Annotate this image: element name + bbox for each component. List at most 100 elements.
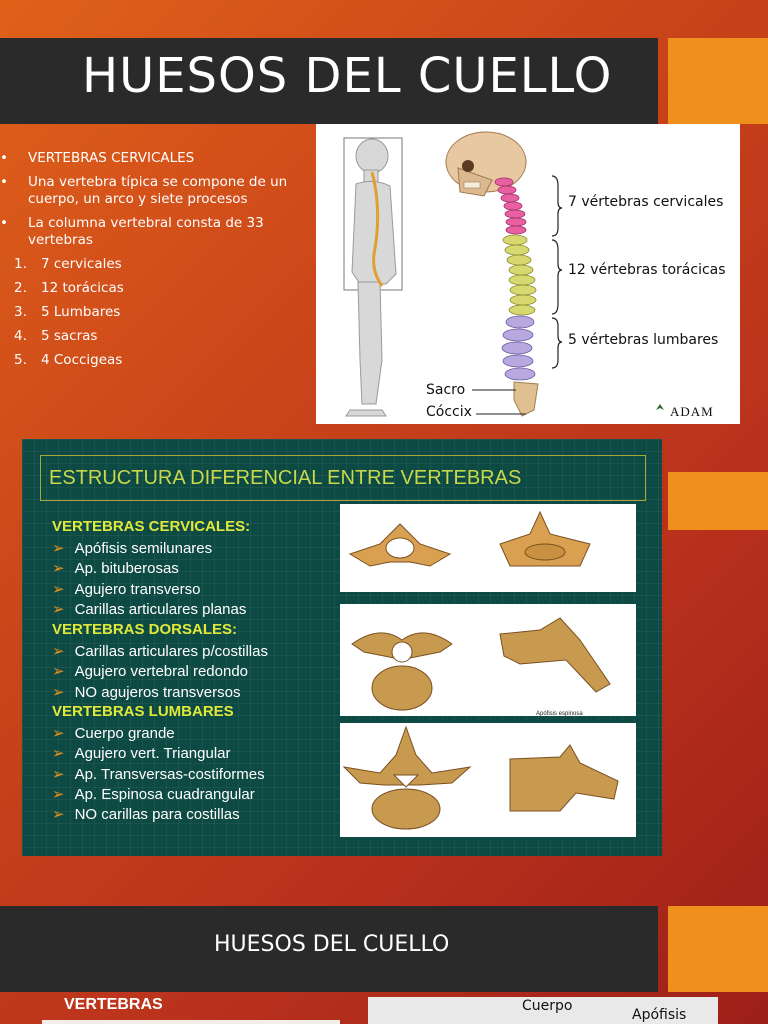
- slide3-accent-tab: [668, 906, 768, 992]
- arrow-icon: ➢: [52, 601, 65, 618]
- board-title-frame: ESTRUCTURA DIFERENCIAL ENTRE VERTEBRAS: [40, 455, 646, 501]
- list-item: ➢ Ap. bituberosas: [52, 559, 179, 577]
- arrow-icon: ➢: [52, 745, 65, 762]
- image-label-espinosa: Apófisis espinosa: [536, 711, 583, 717]
- adam-logo-leaf: [656, 404, 664, 410]
- item-text: Agujero transverso: [74, 581, 201, 598]
- list-item: ➢ Apófisis semilunares: [52, 539, 212, 557]
- numbered-item: 2. 12 torácicas: [14, 280, 310, 297]
- cervical-vertebrae: [494, 177, 527, 235]
- item-text: Agujero vertebral redondo: [74, 663, 249, 680]
- item-text: NO agujeros transversos: [74, 684, 241, 701]
- lumbar-vertebra-image: Apófisis espinosa: [340, 711, 636, 837]
- item-text: Agujero vert. Triangular: [74, 745, 231, 762]
- slide1-accent-tab: [668, 38, 768, 124]
- skull: [445, 131, 527, 197]
- section-heading-lumbar: VERTEBRAS LUMBARES: [52, 703, 234, 720]
- item-text: NO carillas para costillas: [74, 806, 240, 823]
- slide3-title-bar: HUESOS DEL CUELLO: [0, 906, 658, 992]
- bullet-text: VERTEBRAS CERVICALES: [28, 150, 195, 166]
- numbered-item: 5. 4 Coccigeas: [14, 352, 310, 369]
- label-thoracic: 12 vértebras torácicas: [568, 262, 726, 278]
- arrow-icon: ➢: [52, 806, 65, 823]
- item-text: Cuerpo grande: [74, 725, 175, 742]
- cervical-bracket: [551, 175, 563, 237]
- item-text: 4 Coccigeas: [41, 352, 123, 368]
- arrow-icon: ➢: [52, 560, 65, 577]
- item-text: Ap. Transversas-costiformes: [74, 766, 265, 783]
- bullet-text: Una vertebra típica se compone de un cue…: [28, 174, 288, 207]
- sacrum: [513, 381, 539, 417]
- item-text: Carillas articulares p/costillas: [74, 643, 268, 660]
- item-text: 5 Lumbares: [41, 304, 121, 320]
- dorsal-vertebra-image: [340, 604, 636, 716]
- item-number: 1.: [14, 256, 27, 272]
- slide3-image-label-cuerpo: Cuerpo: [522, 998, 573, 1014]
- arrow-icon: ➢: [52, 643, 65, 660]
- item-number: 3.: [14, 304, 27, 320]
- slide3-image: Cuerpo Apófisis: [368, 997, 718, 1024]
- list-item: ➢ NO agujeros transversos: [52, 683, 240, 701]
- slide1-title: HUESOS DEL CUELLO: [82, 48, 613, 104]
- arrow-icon: ➢: [52, 725, 65, 742]
- item-text: Ap. Espinosa cuadrangular: [74, 786, 255, 803]
- list-item: ➢ Ap. Transversas-costiformes: [52, 765, 265, 783]
- slide3-content-box: [42, 1020, 340, 1024]
- vertebrae-comparison-board: ESTRUCTURA DIFERENCIAL ENTRE VERTEBRAS V…: [22, 439, 662, 856]
- numbered-item: 1. 7 cervicales: [14, 256, 310, 273]
- list-item: ➢ Agujero transverso: [52, 580, 200, 598]
- slide1-text-list: •VERTEBRAS CERVICALES •Una vertebra típi…: [0, 150, 310, 376]
- list-item: ➢ Carillas articulares planas: [52, 600, 246, 618]
- adam-credit: ADAM: [670, 404, 714, 419]
- spine-drawing: [343, 131, 664, 417]
- list-item: ➢ Carillas articulares p/costillas: [52, 642, 268, 660]
- arrow-icon: ➢: [52, 684, 65, 701]
- item-text: Apófisis semilunares: [74, 540, 213, 557]
- arrow-icon: ➢: [52, 663, 65, 680]
- dorsal-vertebra-drawing: [351, 617, 611, 711]
- item-number: 4.: [14, 328, 27, 344]
- label-cervical: 7 vértebras cervicales: [568, 194, 724, 210]
- list-item: ➢ NO carillas para costillas: [52, 805, 240, 823]
- item-text: Ap. bituberosas: [74, 560, 179, 577]
- lumbar-vertebrae: [501, 315, 536, 381]
- board-title: ESTRUCTURA DIFERENCIAL ENTRE VERTEBRAS: [49, 467, 522, 489]
- bullet-item: •Una vertebra típica se compone de un cu…: [0, 174, 288, 207]
- human-figure: [345, 138, 397, 417]
- arrow-icon: ➢: [52, 581, 65, 598]
- label-lumbar: 5 vértebras lumbares: [568, 332, 719, 348]
- arrow-icon: ➢: [52, 766, 65, 783]
- item-number: 5.: [14, 352, 27, 368]
- slide3-subheading: VERTEBRAS: [64, 996, 163, 1013]
- slide3-title: HUESOS DEL CUELLO: [214, 932, 450, 957]
- item-text: 12 torácicas: [41, 280, 124, 296]
- arrow-icon: ➢: [52, 786, 65, 803]
- thoracic-bracket: [551, 239, 563, 315]
- item-text: 7 cervicales: [41, 256, 122, 272]
- lumbar-bracket: [551, 317, 563, 369]
- spine-illustration: 7 vértebras cervicales 12 vértebras torá…: [316, 124, 740, 424]
- item-number: 2.: [14, 280, 27, 296]
- slide3-image-label-apofisis: Apófisis: [632, 1007, 687, 1023]
- lumbar-vertebra-drawing: [342, 725, 619, 830]
- figure-spine-line: [370, 171, 384, 287]
- list-item: ➢ Cuerpo grande: [52, 724, 175, 742]
- bullet-item: •VERTEBRAS CERVICALES: [0, 150, 195, 166]
- thoracic-vertebrae: [502, 234, 537, 316]
- cervical-vertebra-drawing: [348, 510, 591, 567]
- item-text: Carillas articulares planas: [74, 601, 247, 618]
- item-text: 5 sacras: [41, 328, 98, 344]
- cervical-vertebra-image: [340, 504, 636, 592]
- bullet-text: La columna vertebral consta de 33 verteb…: [28, 215, 264, 248]
- list-item: ➢ Ap. Espinosa cuadrangular: [52, 785, 255, 803]
- label-coccyx: Cóccix: [426, 404, 472, 420]
- label-sacrum: Sacro: [426, 382, 466, 398]
- arrow-icon: ➢: [52, 540, 65, 557]
- section-heading-dorsal: VERTEBRAS DORSALES:: [52, 621, 238, 638]
- bullet-item: •La columna vertebral consta de 33 verte…: [0, 215, 264, 248]
- slide2-accent-tab: [668, 472, 768, 530]
- list-item: ➢ Agujero vert. Triangular: [52, 744, 231, 762]
- numbered-item: 4. 5 sacras: [14, 328, 310, 345]
- slide1-title-bar: HUESOS DEL CUELLO: [0, 38, 658, 124]
- section-heading-cervical: VERTEBRAS CERVICALES:: [52, 518, 251, 535]
